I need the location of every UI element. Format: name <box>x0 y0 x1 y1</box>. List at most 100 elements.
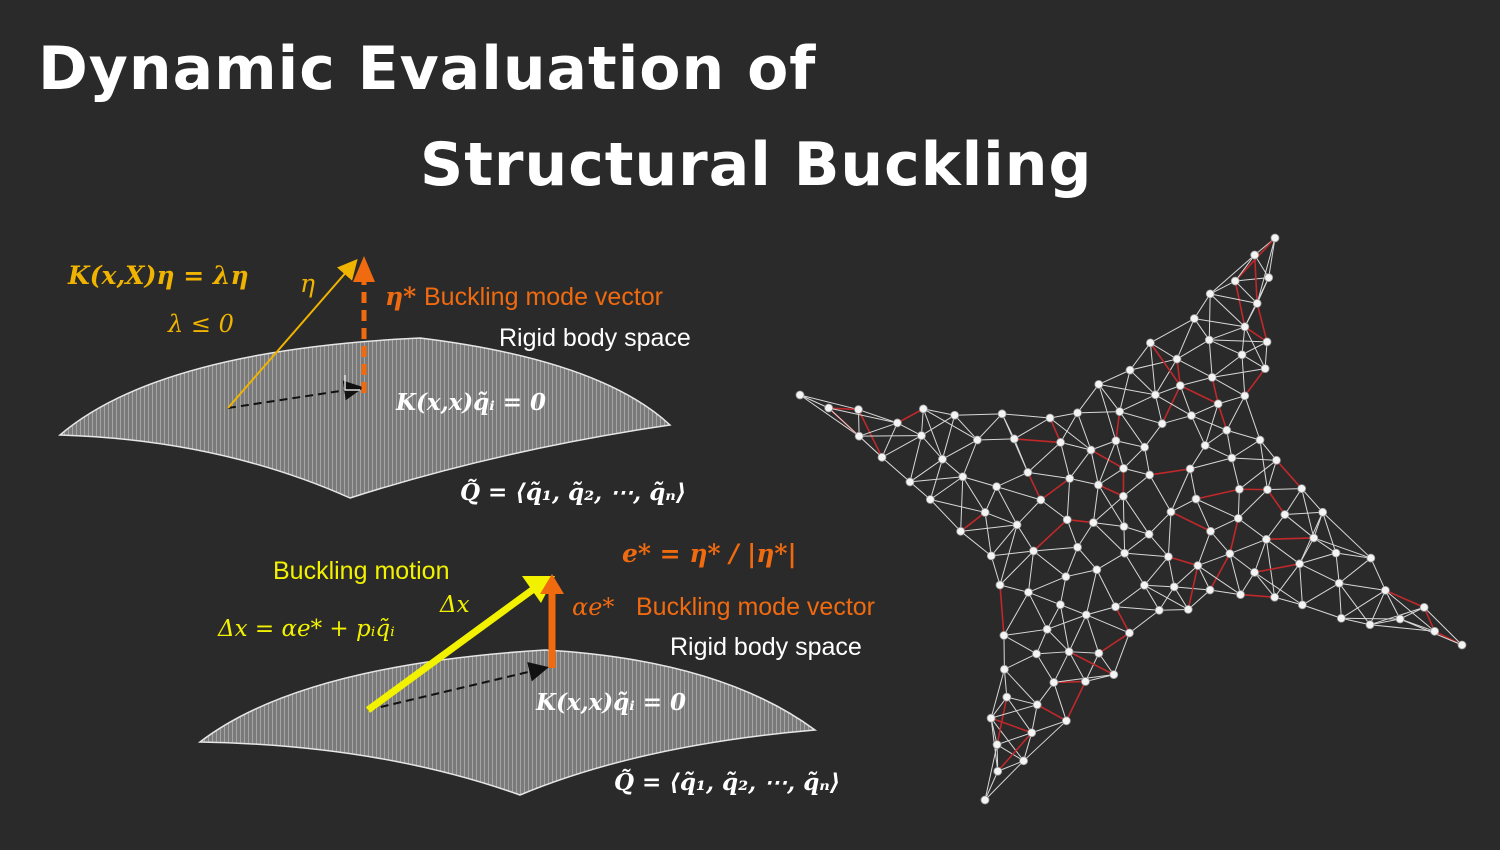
mesh-edge <box>929 499 962 532</box>
mesh-node <box>1222 425 1232 435</box>
mesh-node <box>1262 337 1272 347</box>
mesh-node <box>1140 442 1149 452</box>
mesh-edge <box>1254 571 1303 606</box>
mesh-edge <box>1036 629 1048 655</box>
mesh-edge <box>960 476 964 532</box>
mesh-node <box>1166 507 1176 517</box>
mesh-node <box>795 390 805 400</box>
mesh-edge <box>1060 441 1092 451</box>
mesh-edge <box>1208 293 1211 340</box>
mesh-edge <box>1144 584 1189 610</box>
mesh-edge <box>1068 651 1086 682</box>
mesh-node <box>1056 437 1065 447</box>
mesh-node <box>1207 372 1217 382</box>
mesh-edge <box>991 550 1034 557</box>
mesh-edge <box>1209 326 1246 341</box>
mesh-node <box>1036 495 1046 505</box>
mesh-edge <box>1299 552 1337 565</box>
mesh-edge <box>1129 358 1178 371</box>
mesh-edge <box>1313 537 1337 554</box>
mesh-edge <box>1059 576 1067 605</box>
mesh-node <box>1175 381 1185 390</box>
mesh-edge <box>990 717 1032 734</box>
mesh-edge <box>1274 563 1301 598</box>
mesh-edge <box>1209 553 1231 591</box>
mesh-edge <box>996 486 1041 501</box>
mesh-edge <box>1264 341 1268 369</box>
motion-equation: Δx = αe* + pᵢq̃ᵢ <box>217 616 395 642</box>
buckling-motion-label: Buckling motion <box>273 557 449 585</box>
mesh-edge <box>1148 511 1172 535</box>
mesh-edge <box>942 439 978 460</box>
mesh-node <box>972 435 982 445</box>
mesh-node <box>1206 526 1215 536</box>
mesh-node <box>1189 314 1199 323</box>
mesh-node <box>995 580 1005 590</box>
mesh-edge <box>1150 342 1178 360</box>
mesh-edge <box>1069 449 1092 479</box>
mesh-node <box>1233 513 1243 523</box>
mesh-edge <box>1077 546 1098 571</box>
mesh-node <box>1140 580 1149 590</box>
mesh-edge <box>1115 606 1160 611</box>
mesh-edge <box>960 530 992 557</box>
Q-definition-bottom: Q̃ = ⟨q̃₁, q̃₂, ⋯, q̃ₙ⟩ <box>614 769 840 796</box>
normalized-mode-equation: e* = η* / |η*| <box>622 539 797 568</box>
mesh-edge <box>1284 514 1315 539</box>
mesh-edge <box>921 435 943 460</box>
mesh-edge <box>1123 446 1145 469</box>
mesh-edge <box>1060 412 1078 443</box>
mesh-edge <box>999 584 1005 636</box>
mesh-edge <box>896 408 924 424</box>
mesh-edge <box>859 435 922 437</box>
mesh-edge <box>990 704 1038 719</box>
mesh-edge <box>1093 495 1124 523</box>
mesh-edge <box>1036 651 1070 655</box>
mesh-edge <box>984 512 992 556</box>
mesh-edge <box>1234 280 1258 304</box>
mesh-edge <box>1122 495 1150 535</box>
mesh-edge <box>1210 517 1239 532</box>
mesh-edge <box>1027 592 1048 630</box>
mesh-node <box>854 431 864 441</box>
mesh-edge <box>1006 696 1038 706</box>
mesh-edge <box>1149 342 1181 387</box>
mesh-edge <box>1341 589 1386 619</box>
mesh-edge <box>1028 591 1061 606</box>
mesh-edge <box>1006 696 1033 734</box>
mesh-edge <box>1036 682 1055 706</box>
mesh-edge <box>1210 293 1258 304</box>
mesh-edge <box>1027 471 1070 479</box>
mesh-node <box>986 551 996 561</box>
mesh-edge <box>930 476 964 500</box>
mesh-node <box>950 410 960 420</box>
mesh-node <box>1270 233 1280 243</box>
mesh-edge <box>1085 674 1114 682</box>
mesh-edge <box>1338 583 1342 619</box>
mesh-node <box>824 403 834 413</box>
mesh-edge <box>1154 358 1178 396</box>
mesh-node <box>1336 613 1346 623</box>
mesh-edge <box>1241 354 1246 396</box>
mesh-edge <box>1266 489 1286 516</box>
mesh-edge <box>1119 394 1156 413</box>
eta-vector-arrow <box>227 258 358 409</box>
mesh-node <box>1073 542 1082 552</box>
mesh-node <box>1250 567 1259 577</box>
mesh-node <box>1264 273 1274 283</box>
mesh-edge <box>1069 477 1099 486</box>
mesh-edge <box>1144 584 1175 588</box>
mesh-edge <box>1040 477 1071 501</box>
mesh-node <box>1023 468 1033 477</box>
mesh-edge <box>1066 519 1079 548</box>
mesh-edge <box>1370 557 1386 591</box>
mesh-edge <box>1123 474 1150 497</box>
mesh-node <box>1430 626 1440 636</box>
mesh-edge <box>1003 628 1048 636</box>
mesh-edge <box>909 476 963 483</box>
mesh-node <box>905 477 915 487</box>
mesh-edge <box>1241 341 1268 356</box>
page-title-line2: Structural Buckling <box>420 130 1093 200</box>
mesh-edge <box>1209 254 1255 295</box>
mesh-node <box>1185 464 1195 474</box>
